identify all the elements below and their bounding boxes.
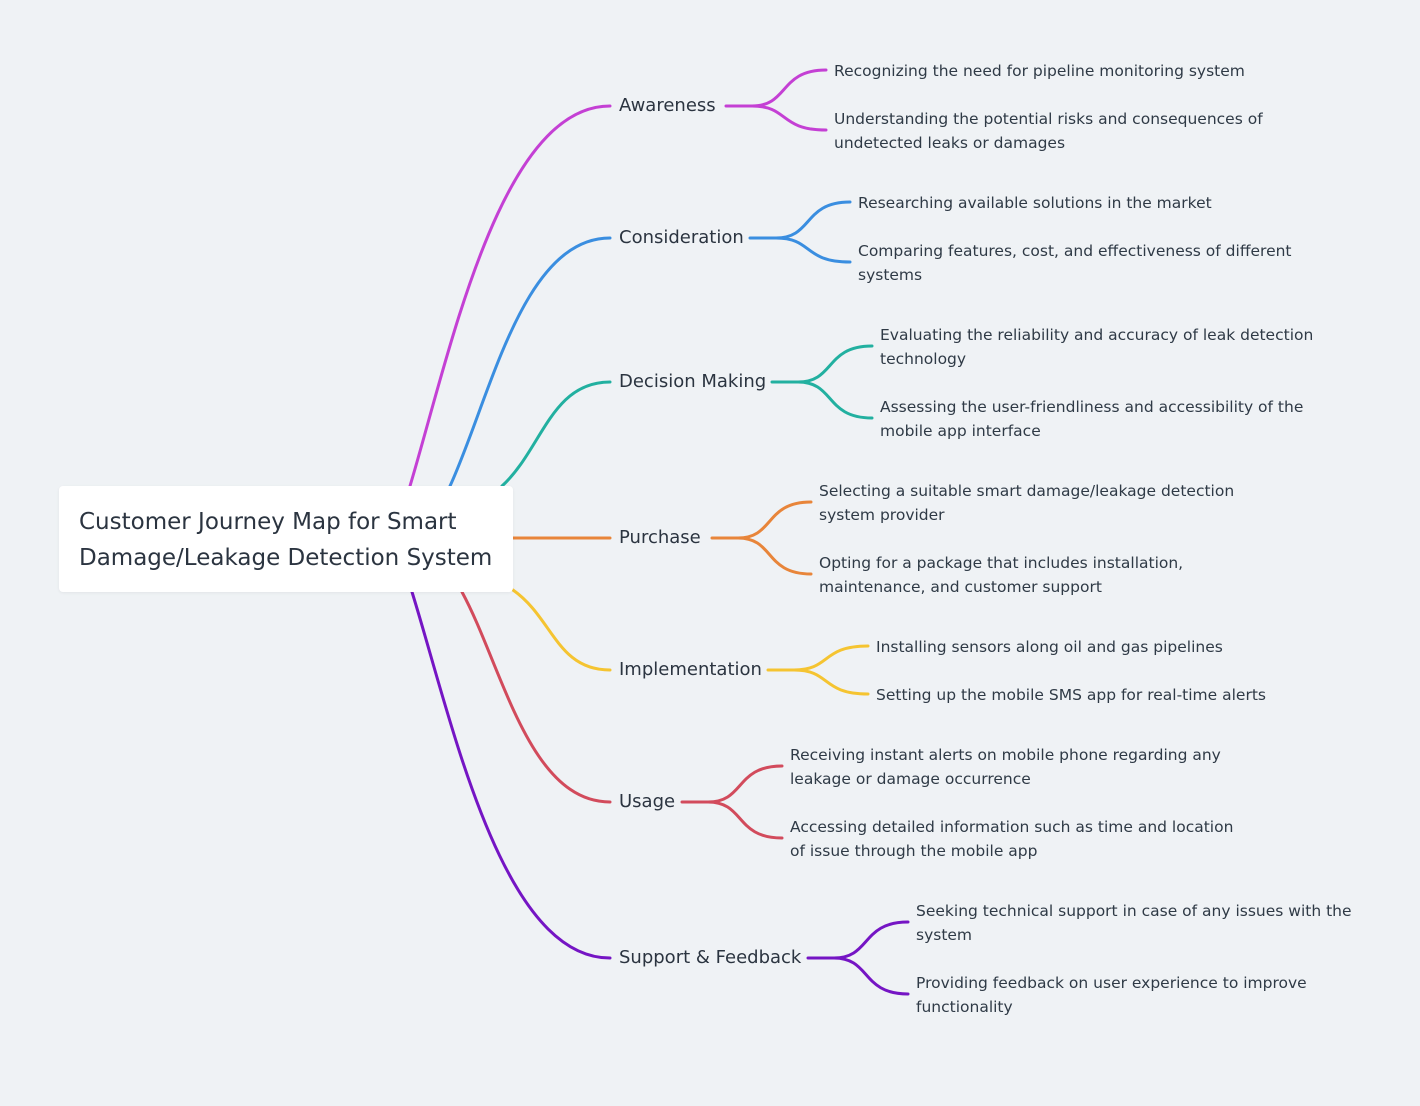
- root-title-line-1: Customer Journey Map for Smart: [79, 509, 457, 535]
- stage-implementation[interactable]: Implementation: [619, 659, 762, 680]
- stage-purchase[interactable]: Purchase: [619, 527, 701, 548]
- decision-making-item-1[interactable]: Evaluating the reliability and accuracy …: [880, 326, 1314, 368]
- branch-implementation-2: [792, 668, 870, 696]
- branch-purchase-1: [736, 500, 813, 540]
- stage-usage[interactable]: Usage: [619, 791, 676, 812]
- branch-awareness-1: [750, 68, 828, 108]
- implementation-item-2[interactable]: Setting up the mobile SMS app for real-t…: [876, 686, 1266, 704]
- branch-support-feedback-1: [832, 920, 910, 960]
- purchase-item-2[interactable]: Opting for a package that includes insta…: [819, 554, 1184, 596]
- branch-support-feedback-2: [832, 956, 910, 996]
- branch-purchase-2: [736, 536, 813, 576]
- usage-item-1[interactable]: Receiving instant alerts on mobile phone…: [790, 746, 1221, 788]
- branch-usage-2: [706, 800, 784, 840]
- usage-item-2[interactable]: Accessing detailed information such as t…: [790, 818, 1234, 860]
- branch-implementation-1: [792, 644, 870, 672]
- branch-decision-making-2: [796, 380, 874, 420]
- root-title: Customer Journey Map for Smart Damage/Le…: [79, 504, 493, 576]
- root-node[interactable]: Customer Journey Map for Smart Damage/Le…: [59, 486, 513, 592]
- trunk-usage: [460, 590, 612, 804]
- trunk-consideration: [448, 236, 612, 488]
- stage-consideration[interactable]: Consideration: [619, 227, 744, 248]
- branch-awareness-2: [750, 104, 828, 132]
- trunk-decision-making: [500, 380, 612, 488]
- awareness-item-2[interactable]: Understanding the potential risks and co…: [834, 110, 1263, 152]
- awareness-item-1[interactable]: Recognizing the need for pipeline monito…: [834, 62, 1245, 80]
- purchase-item-1[interactable]: Selecting a suitable smart damage/leakag…: [819, 482, 1235, 524]
- branch-decision-making-1: [796, 344, 874, 384]
- branch-consideration-2: [774, 236, 852, 264]
- stage-awareness[interactable]: Awareness: [619, 95, 716, 116]
- support-feedback-item-1[interactable]: Seeking technical support in case of any…: [916, 902, 1352, 944]
- decision-making-item-2[interactable]: Assessing the user-friendliness and acce…: [880, 398, 1304, 440]
- consideration-item-2[interactable]: Comparing features, cost, and effectiven…: [858, 242, 1292, 284]
- consideration-item-1[interactable]: Researching available solutions in the m…: [858, 194, 1212, 212]
- stage-support-feedback[interactable]: Support & Feedback: [619, 947, 802, 968]
- implementation-item-1[interactable]: Installing sensors along oil and gas pip…: [876, 638, 1223, 656]
- root-title-line-2: Damage/Leakage Detection System: [79, 545, 493, 571]
- stage-decision-making[interactable]: Decision Making: [619, 371, 767, 392]
- trunk-support-feedback: [410, 590, 612, 960]
- trunk-awareness: [408, 104, 612, 488]
- branch-usage-1: [706, 764, 784, 804]
- branch-consideration-1: [774, 200, 852, 240]
- trunk-implementation: [511, 588, 612, 672]
- support-feedback-item-2[interactable]: Providing feedback on user experience to…: [916, 974, 1307, 1016]
